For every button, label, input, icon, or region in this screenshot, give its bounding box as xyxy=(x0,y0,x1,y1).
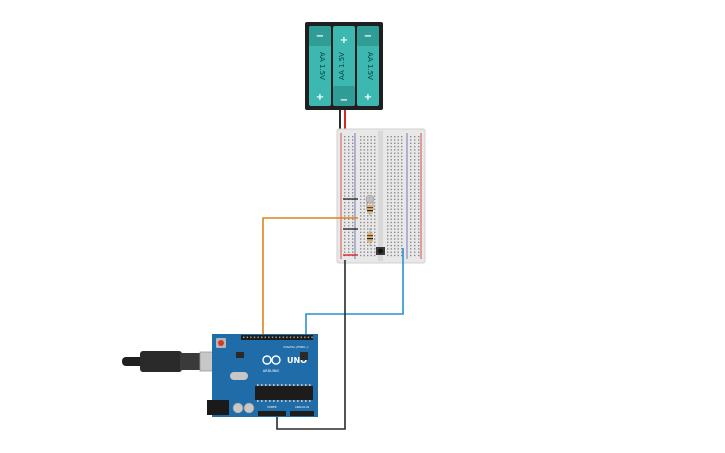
pushbutton[interactable] xyxy=(376,247,385,255)
resistor-1[interactable] xyxy=(367,203,373,216)
wire-orange[interactable] xyxy=(262,217,358,340)
analog-header-label: ANALOG IN xyxy=(295,405,309,409)
digital-header xyxy=(241,335,313,340)
battery-cell-1-bottom-sign: + xyxy=(316,92,324,103)
resistor-2[interactable] xyxy=(367,228,373,246)
battery-cell-2-top-sign: + xyxy=(340,35,348,46)
battery-cell-2-label: AA 1.5V xyxy=(338,52,346,80)
battery-cell-1-label: AA 1.5V xyxy=(318,52,326,80)
digital-header-pins xyxy=(243,336,313,339)
battery-cell-1-top-sign: − xyxy=(316,31,324,42)
components xyxy=(343,194,385,256)
battery-cell-2: + AA 1.5V − xyxy=(333,26,355,106)
wire-blue[interactable] xyxy=(305,248,404,340)
battery-cell-3: − AA 1.5V + xyxy=(357,26,379,106)
battery-cell-3-top-sign: − xyxy=(364,31,372,42)
wire-black[interactable] xyxy=(276,260,346,430)
usb-cable[interactable] xyxy=(122,351,227,372)
analog-header xyxy=(290,411,314,416)
breadboard-holes xyxy=(344,136,420,257)
microcontroller-chip xyxy=(255,386,313,400)
reset-button[interactable] xyxy=(218,340,224,346)
breadboard-center-channel xyxy=(378,131,383,261)
battery-cell-2-bottom-sign: − xyxy=(340,95,348,106)
power-header xyxy=(258,411,286,416)
arduino-brand-text: ARDUINO xyxy=(263,369,280,373)
battery-cell-3-label: AA 1.5V xyxy=(366,52,374,80)
capacitor-1 xyxy=(232,402,244,414)
icsp-chip xyxy=(300,352,308,360)
battery-cell-1: − AA 1.5V + xyxy=(309,26,331,106)
crystal xyxy=(230,372,248,380)
led-indicators xyxy=(236,352,244,358)
power-jack xyxy=(207,400,229,415)
microcontroller-pins xyxy=(257,384,311,402)
arduino-logo xyxy=(262,355,281,365)
digital-header-label: DIGITAL (PWM~) xyxy=(284,345,309,349)
power-header-label: POWER xyxy=(267,405,277,409)
capacitor-2 xyxy=(243,402,255,414)
battery-pack[interactable]: − AA 1.5V + + AA 1.5V − − AA 1.5V + xyxy=(305,22,383,110)
arduino-model-text: UNO xyxy=(287,356,307,365)
battery-cell-3-bottom-sign: + xyxy=(364,92,372,103)
arduino-uno[interactable]: ARDUINO UNO DIGITAL (PWM~) POWER ANALOG … xyxy=(207,334,318,417)
breadboard[interactable] xyxy=(336,128,426,264)
